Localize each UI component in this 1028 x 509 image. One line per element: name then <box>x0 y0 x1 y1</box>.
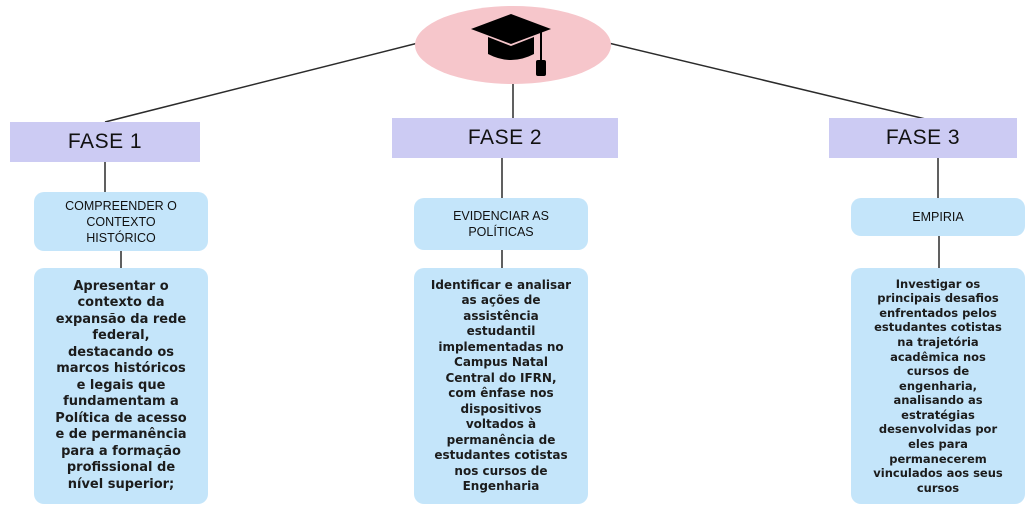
phase-2-goal: EVIDENCIAR AS POLÍTICAS <box>414 198 588 250</box>
phase-1-description: Apresentar o contexto da expansão da red… <box>34 268 208 504</box>
phase-2-title: FASE 2 <box>467 126 543 149</box>
phase-1-goal: COMPREENDER O CONTEXTO HISTÓRICO <box>34 192 208 251</box>
phase-2-header: FASE 2 <box>392 118 618 158</box>
phase-3-header: FASE 3 <box>829 118 1017 158</box>
connector-root-fase3 <box>595 39 939 123</box>
connector-root-fase1 <box>104 39 431 123</box>
phase-2-description: Identificar e analisar as ações de assis… <box>414 268 588 504</box>
phase-3-description: Investigar os principais desafios enfren… <box>851 268 1025 504</box>
phase-3-goal: EMPIRIA <box>851 198 1025 236</box>
phase-1-title: FASE 1 <box>67 130 143 153</box>
phase-3-title: FASE 3 <box>885 126 961 149</box>
graduation-cap-icon <box>471 14 551 76</box>
phase-1-header: FASE 1 <box>10 122 200 162</box>
root-node <box>415 6 611 84</box>
